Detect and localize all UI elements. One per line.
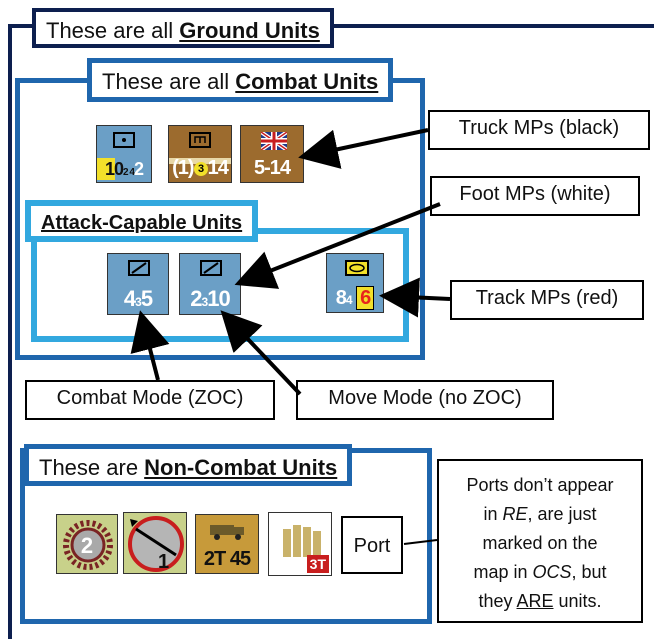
noncombat-units-title: These are Non-Combat Units — [24, 444, 353, 486]
foot-mps-label: Foot MPs (white) — [430, 176, 640, 216]
ports-note-line4-em: OCS — [532, 562, 572, 582]
infantry-symbol-icon — [113, 132, 135, 148]
ports-note-line2: in RE, are just — [439, 500, 641, 529]
mortar-symbol-icon — [128, 260, 150, 276]
counter-mor-c-move: 5 — [140, 286, 153, 311]
counter-mortar-move-mode: 2310 — [179, 253, 241, 315]
counter-supply-badge: 3T — [306, 555, 329, 573]
ground-units-title: These are all Ground Units — [32, 8, 334, 48]
attack-capable-title: Attack-Capable Units — [25, 200, 259, 242]
stripe — [169, 158, 231, 164]
combat-title-prefix: These are all — [102, 69, 236, 94]
ports-note: Ports don’t appear in RE, are just marke… — [437, 459, 643, 623]
supply-shells-icon — [283, 525, 321, 557]
counter-lehr-small: 4 — [345, 293, 353, 307]
combat-mode-label: Combat Mode (ZOC) — [25, 380, 275, 420]
counter-inf-move: 2 — [133, 159, 144, 179]
ports-note-line4-post: , but — [571, 562, 607, 582]
airbase-icon — [128, 516, 184, 572]
armor-symbol-icon — [345, 260, 369, 276]
counter-mor-c-small: 3 — [135, 295, 142, 309]
ports-note-line4: map in OCS, but — [439, 558, 641, 587]
mortar-symbol-icon — [200, 260, 222, 276]
counter-lehr-move: 6 — [356, 286, 375, 310]
counter-uk-values: 5-14 — [253, 157, 291, 179]
counter-eng-move: 14 — [207, 157, 229, 179]
counter-airbase-value: 1 — [158, 551, 170, 573]
ground-title-prefix: These are all — [46, 18, 180, 43]
move-mode-label: Move Mode (no ZOC) — [296, 380, 554, 420]
counter-truck: 2T 45 — [195, 514, 259, 574]
counter-mor-m-values: 2 — [190, 286, 202, 311]
union-jack-icon — [261, 132, 287, 150]
attack-title-bold: Attack-Capable Units — [41, 212, 243, 234]
ports-note-line2-post: , are just — [527, 504, 597, 524]
combat-units-title: These are all Combat Units — [87, 58, 394, 102]
counter-hq: 2 — [56, 514, 118, 574]
counter-infantry-mech: 102 42 — [96, 125, 152, 183]
counter-lehr-values: 8 — [335, 287, 347, 309]
ground-title-bold: Ground Units — [179, 18, 320, 43]
counter-hq-value: 2 — [80, 533, 94, 558]
ports-note-line5-post: units. — [553, 591, 602, 611]
truck-mps-label: Truck MPs (black) — [428, 110, 650, 150]
ports-note-line2-em: RE — [502, 504, 528, 524]
noncombat-title-prefix: These are — [39, 455, 145, 480]
counter-mortar-combat-mode: 435 — [107, 253, 169, 315]
counter-inf-values: 10 — [105, 159, 124, 179]
ports-note-line4-pre: map in — [473, 562, 533, 582]
counter-supply: 3T — [268, 512, 332, 576]
truck-icon — [210, 525, 244, 540]
counter-airbase: 1 — [123, 512, 187, 574]
ports-note-line2-pre: in — [483, 504, 503, 524]
counter-uk-brigade: 5-14 — [240, 125, 304, 183]
engineer-symbol-icon — [189, 132, 211, 148]
track-mps-label: Track MPs (red) — [450, 280, 644, 320]
counter-armor-lehr: 84 6 — [326, 253, 384, 313]
counter-inf-small: 2 4 — [123, 167, 135, 178]
counter-eng-badge: 3 — [193, 161, 208, 176]
hq-gear-icon — [63, 520, 113, 570]
ports-note-line3: marked on the — [482, 533, 598, 553]
combat-title-bold: Combat Units — [235, 69, 379, 94]
counter-truck-values: 2T 45 — [203, 548, 251, 570]
ports-note-line5: they ARE units. — [439, 587, 641, 616]
yellow-attack-flag — [97, 158, 115, 180]
counter-mor-m-small: 3 — [201, 295, 209, 309]
ports-note-line5-pre: they — [478, 591, 517, 611]
counter-mor-m-move: 10 — [207, 286, 231, 311]
port-label: Port — [341, 516, 403, 574]
noncombat-title-bold: Non-Combat Units — [144, 455, 338, 480]
counter-eng-values: (1) — [172, 157, 194, 179]
ports-note-line1: Ports don’t appear — [466, 475, 614, 495]
ports-note-line5-u: ARE — [516, 591, 554, 611]
counter-mor-c-values: 4 — [123, 286, 136, 311]
